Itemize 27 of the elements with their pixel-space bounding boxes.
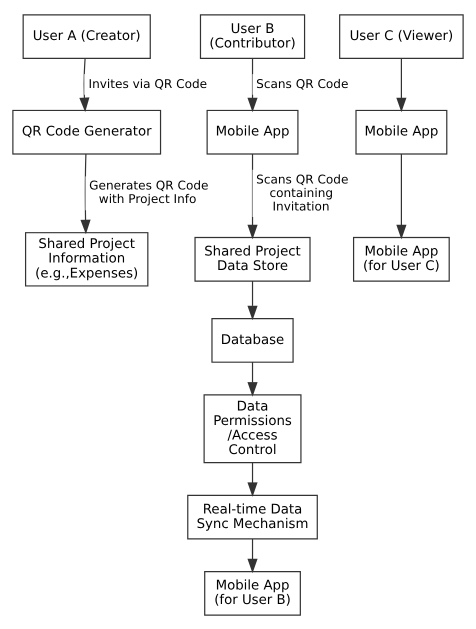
edge-label: Generates QR Code with Project Info: [89, 178, 208, 206]
node-box: Real-time Data Sync Mechanism: [187, 494, 318, 540]
node-box: User C (Viewer): [339, 14, 464, 59]
arrow: [247, 280, 258, 320]
edge-label: Invites via QR Code: [88, 76, 208, 91]
edge-label: Scans QR Code: [256, 76, 348, 91]
node-box: Shared Project Data Store: [194, 236, 311, 282]
arrow: [396, 58, 406, 112]
node-box: User B (Contributor): [200, 14, 306, 59]
node-box: Mobile App: [355, 109, 448, 154]
node-box: Database: [211, 318, 294, 362]
node-box: Mobile App (for User B): [204, 570, 301, 616]
arrow: [247, 462, 258, 496]
node-box: Shared Project Information (e.g.,Expenses): [24, 232, 148, 286]
arrow: [247, 58, 258, 112]
arrow: [79, 58, 90, 112]
node-box: User A (Creator): [22, 14, 151, 59]
arrow: [247, 362, 258, 396]
node-box: Mobile App (for User C): [352, 236, 450, 282]
edge-label: Scans QR Code containing Invitation: [256, 172, 348, 213]
arrow: [247, 154, 258, 239]
node-box: Data Permissions /Access Control: [204, 394, 302, 463]
arrow: [80, 154, 91, 234]
node-box: Mobile App: [206, 109, 299, 154]
arrow: [247, 538, 258, 573]
arrow: [396, 154, 406, 239]
node-box: QR Code Generator: [12, 109, 162, 154]
